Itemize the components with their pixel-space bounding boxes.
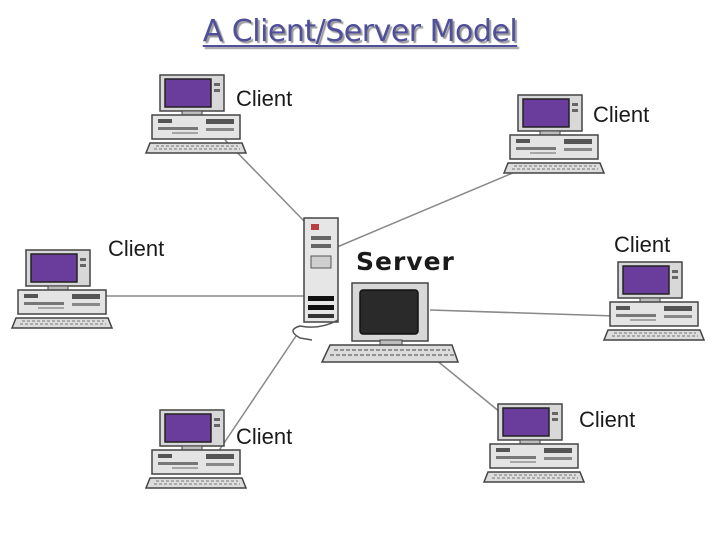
link-bottom-right	[429, 354, 501, 413]
client-computer-icon	[145, 74, 247, 154]
client-mid-right: Client	[603, 232, 705, 341]
server-label: Server	[356, 247, 455, 276]
client-top-right: Client	[503, 94, 649, 174]
client-bottom-right: Client	[483, 403, 635, 483]
client-label: Client	[593, 102, 649, 127]
link-mid-right	[429, 309, 616, 317]
link-bottom-left	[217, 335, 297, 453]
client-computer-icon	[603, 261, 705, 341]
server-monitor-icon	[351, 282, 429, 346]
client-label: Client	[236, 424, 292, 449]
page-title: A Client/Server Model	[202, 14, 518, 49]
client-bottom-left: Client	[145, 409, 292, 489]
link-top-right	[329, 171, 516, 251]
client-computer-icon	[503, 94, 605, 174]
client-top-left: Client	[145, 74, 292, 154]
client-computer-icon	[483, 403, 585, 483]
client-computer-icon	[145, 409, 247, 489]
client-label: Client	[579, 407, 635, 432]
client-label: Client	[236, 86, 292, 111]
server-tower-icon	[303, 217, 339, 323]
keyboard-icon	[320, 344, 460, 363]
client-label: Client	[614, 232, 670, 257]
client-mid-left: Client	[11, 236, 164, 329]
client-computer-icon	[11, 249, 113, 329]
mouse-cable	[292, 319, 339, 341]
server-group: Server	[292, 217, 460, 363]
client-label: Client	[108, 236, 164, 261]
